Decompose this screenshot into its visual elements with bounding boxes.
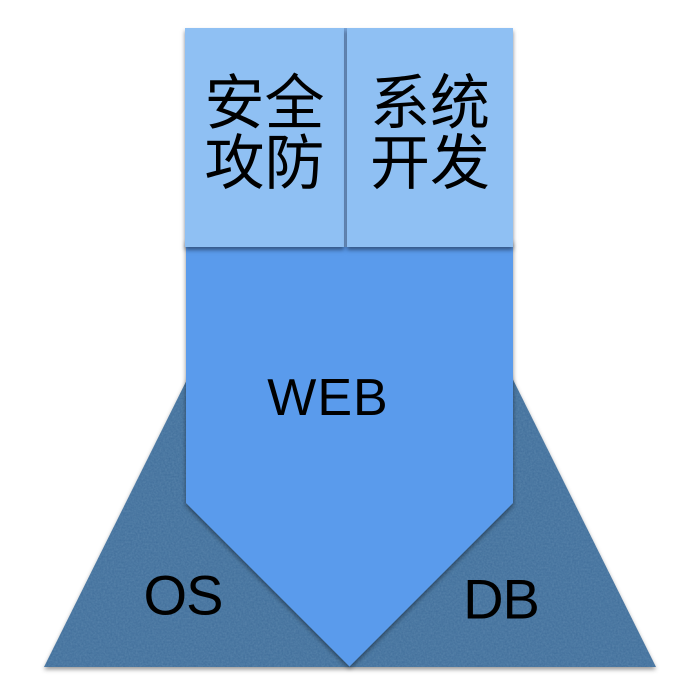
web-label: WEB	[267, 369, 389, 427]
system-box-line-1: 系统	[370, 71, 490, 137]
security-box-line-1: 安全	[204, 71, 325, 137]
top-boxes-divider	[344, 28, 347, 247]
security-offense-defense-box: 安全 攻防	[185, 28, 344, 247]
db-label: DB	[463, 567, 540, 631]
system-box-line-2: 开发	[370, 131, 490, 197]
security-box-line-2: 攻防	[204, 131, 325, 197]
system-development-box: 系统 开发	[347, 28, 513, 247]
web-down-arrow-shape	[186, 240, 513, 667]
os-label: OS	[143, 563, 224, 627]
